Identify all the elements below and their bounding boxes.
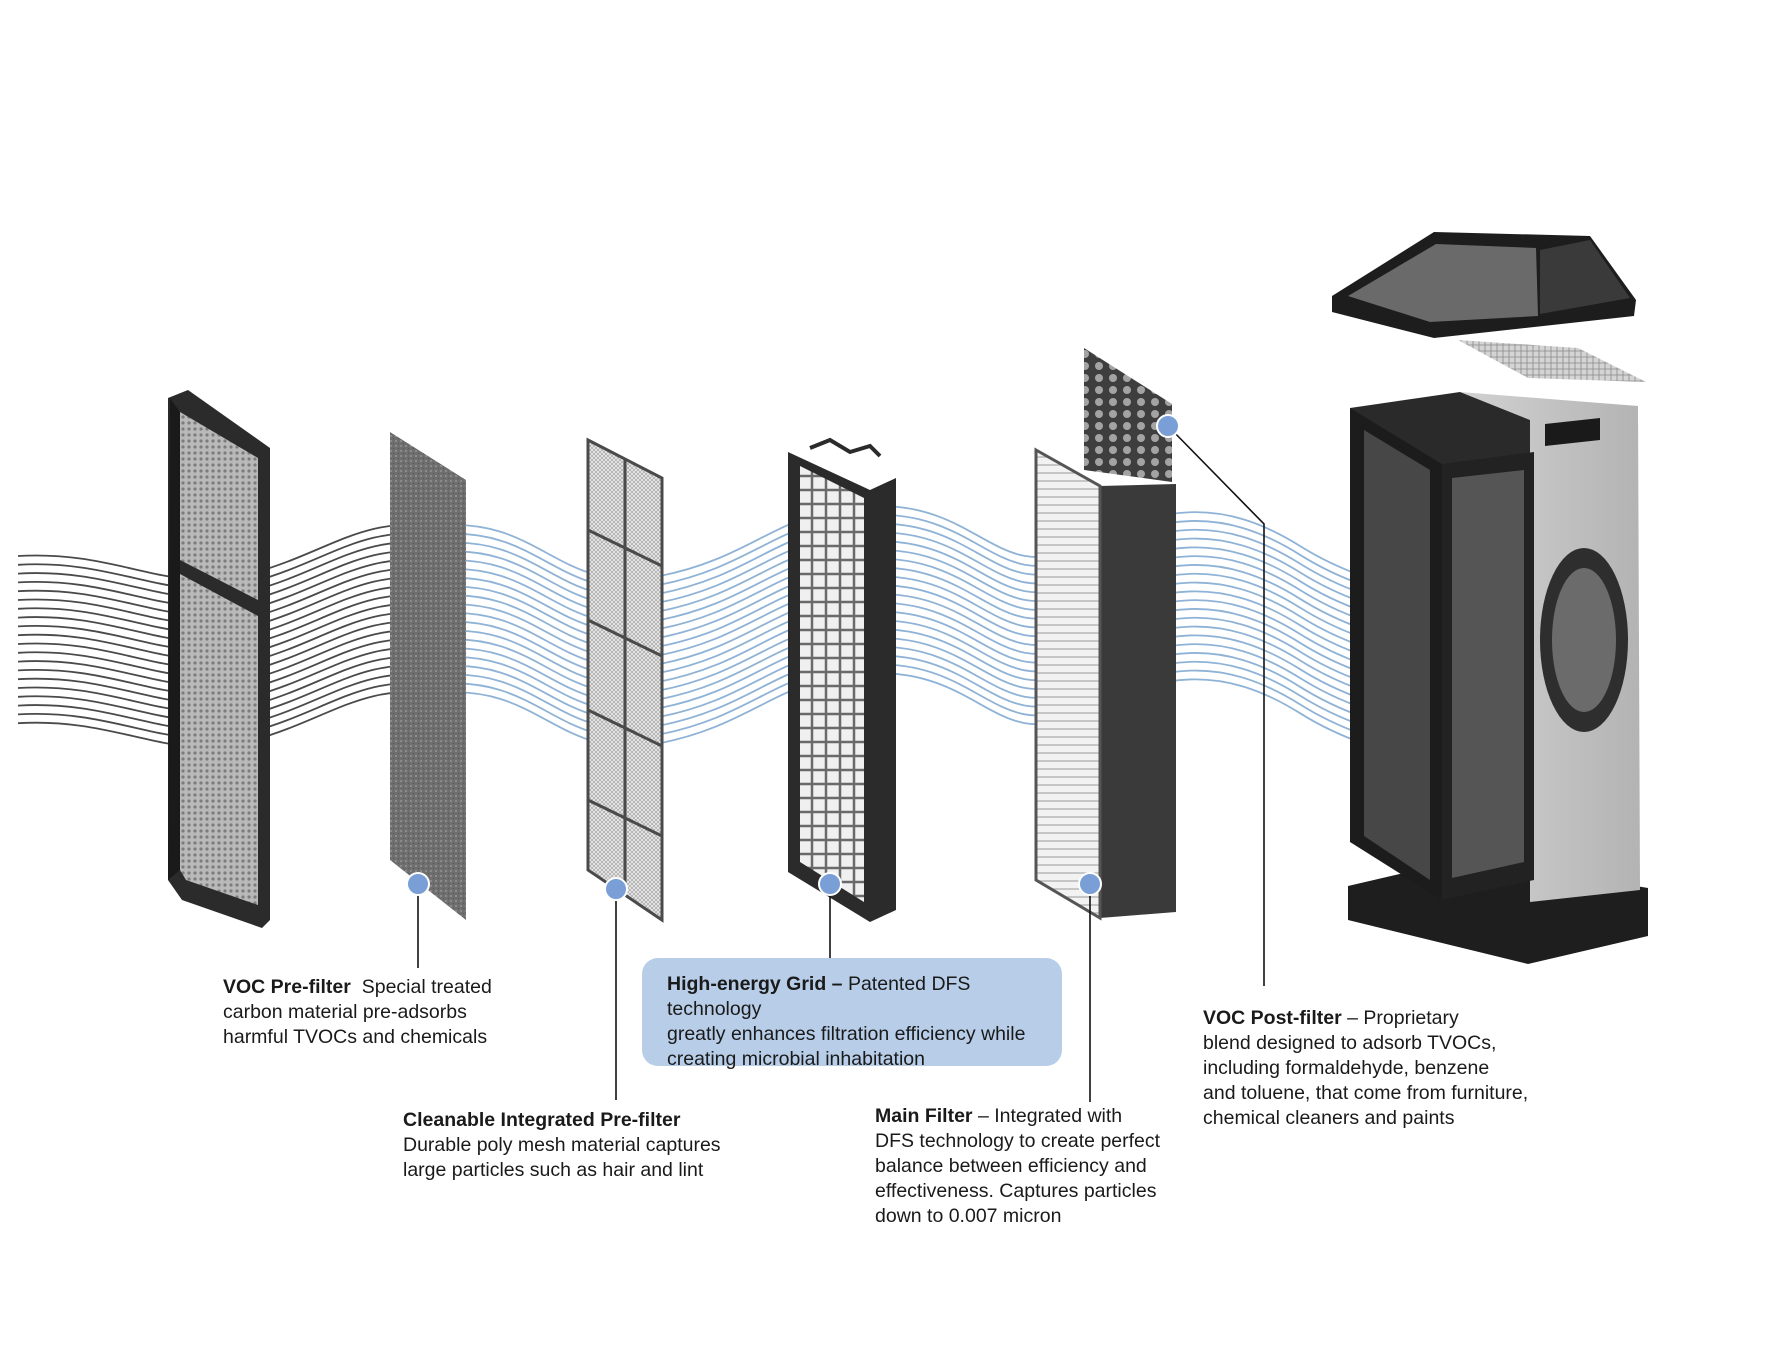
callout-line: Patented DFS technology — [667, 973, 971, 1020]
main-filter-panel — [1034, 447, 1176, 921]
callout-line: greatly enhances filtration efficiency w… — [667, 1023, 1026, 1045]
marker-voc-post — [1156, 414, 1180, 438]
marker-voc-pre — [406, 872, 430, 896]
marker-cleanable — [604, 877, 628, 901]
callout-sep: – — [977, 1105, 989, 1127]
callout-title: VOC Pre-filter — [223, 976, 351, 998]
callout-line: and toluene, that come from furniture, — [1203, 1082, 1529, 1104]
control-panel-lid — [1332, 232, 1636, 338]
callout-line: blend designed to adsorb TVOCs, — [1203, 1032, 1497, 1054]
callout-title: High-energy Grid – — [667, 973, 843, 995]
marker-main — [1078, 872, 1102, 896]
callout-title: VOC Post-filter — [1203, 1007, 1342, 1029]
callout-main-filter: Main Filter – Integrated with DFS techno… — [875, 1104, 1175, 1229]
callout-sep: – — [1347, 1007, 1358, 1029]
callout-line: large particles such as hair and lint — [403, 1159, 704, 1181]
high-energy-grid-panel — [788, 437, 896, 922]
voc-pre-filter-panel — [390, 432, 466, 920]
callout-line: Integrated with — [994, 1105, 1123, 1127]
leader-voc-post — [1167, 425, 1265, 986]
purifier-housing — [1348, 392, 1648, 964]
callout-line: Special treated — [361, 976, 492, 998]
callout-title: Main Filter — [875, 1105, 973, 1127]
callout-line: harmful TVOCs and chemicals — [223, 1026, 488, 1048]
high-energy-grid-highlight — [642, 958, 1062, 1066]
front-grille — [168, 390, 270, 928]
markers — [406, 414, 1180, 901]
callout-voc-pre-filter: VOC Pre-filter Special treated carbon ma… — [223, 975, 553, 1050]
callout-line: Proprietary — [1363, 1007, 1459, 1029]
cleanable-pre-filter-panel — [586, 437, 664, 923]
callout-line: carbon material pre-adsorbs — [223, 1001, 467, 1023]
callout-voc-post-filter: VOC Post-filter – Proprietary blend desi… — [1203, 1006, 1543, 1131]
top-mesh-filter — [1458, 340, 1646, 382]
callout-high-energy-grid: High-energy Grid – Patented DFS technolo… — [667, 972, 1057, 1072]
callout-title: Cleanable Integrated Pre-filter — [403, 1109, 681, 1131]
callout-cleanable-pre-filter: Cleanable Integrated Pre-filter Durable … — [403, 1108, 803, 1183]
voc-post-filter-panel — [1084, 348, 1172, 482]
callout-line: Durable poly mesh material captures — [403, 1134, 721, 1156]
callout-line: balance between efficiency and — [875, 1155, 1147, 1177]
callout-line: effectiveness. Captures particles — [875, 1180, 1157, 1202]
marker-grid — [818, 872, 842, 896]
callout-line: chemical cleaners and paints — [1203, 1107, 1455, 1129]
leader-lines — [417, 425, 1265, 1102]
callout-line: creating microbial inhabitation — [667, 1048, 925, 1070]
callout-line: down to 0.007 micron — [875, 1205, 1062, 1227]
callout-line: DFS technology to create perfect — [875, 1130, 1161, 1152]
callout-line: including formaldehyde, benzene — [1203, 1057, 1490, 1079]
